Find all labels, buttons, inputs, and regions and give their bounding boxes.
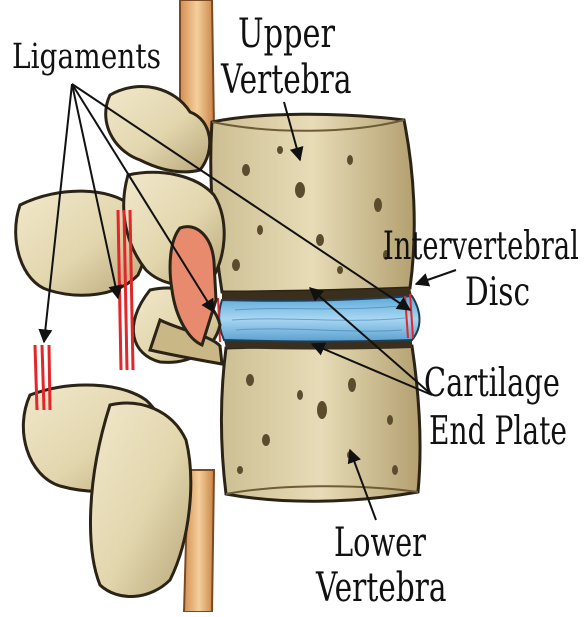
label-lower-vertebra: Vertebra [316,568,446,608]
label-upper: Upper [238,14,335,54]
label-intervertebral: Intervertebral [383,227,579,266]
lower-vertebra [222,346,421,501]
intervertebral-disc [218,294,420,342]
label-ligaments: Ligaments [12,40,161,75]
label-disc: Disc [465,273,530,312]
label-upper-vertebra: Vertebra [221,60,351,100]
label-cartilage: Cartilage [424,364,560,403]
label-end-plate: End Plate [429,412,567,451]
label-lower: Lower [334,523,426,563]
